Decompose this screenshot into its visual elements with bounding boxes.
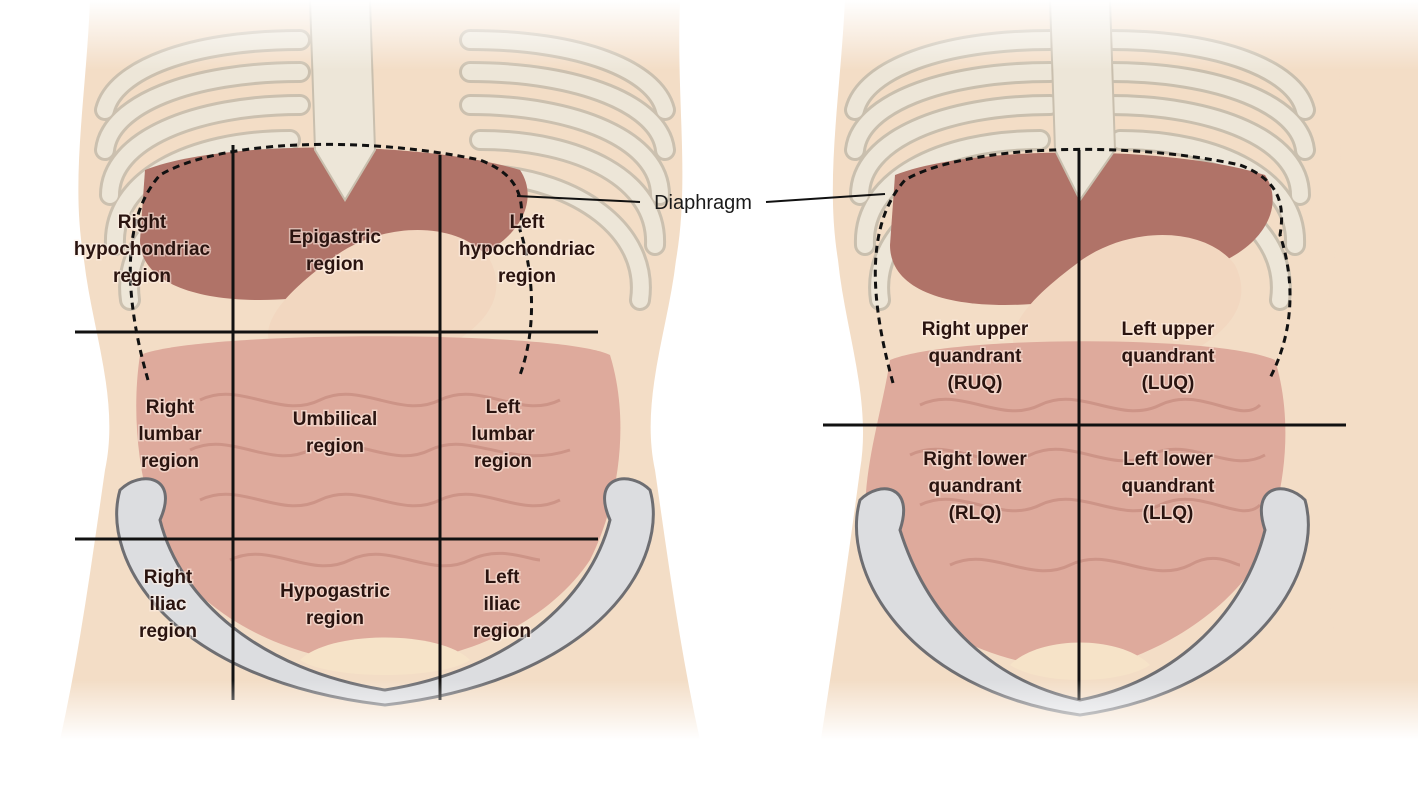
label-line: quandrant [1122, 476, 1216, 497]
label-line: (RUQ) [948, 373, 1003, 394]
label-line: region [498, 266, 556, 287]
region-label: Umbilical region [293, 409, 377, 457]
quadrant-grid [823, 150, 1346, 700]
diaphragm-outline [873, 147, 1292, 384]
label-line: Right lower [923, 449, 1027, 470]
label-line: quandrant [1122, 346, 1216, 367]
diaphragm-callout: Diaphragm [516, 192, 886, 214]
stomach [1013, 235, 1242, 370]
quadrant-labels: Right upper quandrant (RUQ) Left upper quand… [920, 318, 1216, 526]
label-line: region [306, 608, 364, 629]
label-line: region [113, 266, 171, 287]
label-line: region [139, 621, 197, 642]
region-label: Right hypochondriac region [74, 212, 211, 287]
label-line: region [141, 451, 199, 472]
label-line: Left upper [1122, 319, 1215, 340]
label-line: quandrant [929, 346, 1023, 367]
region-label: Epigastric region [289, 227, 381, 275]
label-line: Left [485, 567, 521, 588]
label-line: hypochondriac [459, 239, 596, 260]
label-line: Umbilical [293, 409, 377, 430]
label-line: region [474, 451, 532, 472]
quadrant-label: Right upper quandrant (RUQ) [922, 319, 1029, 394]
diaphragm-label: Diaphragm [654, 192, 752, 214]
label-line: Left lower [1123, 449, 1213, 470]
panel-regions: Right hypochondriac region Epigastric region… [60, 0, 700, 769]
quadrant-label: Right lower quandrant (RLQ) [923, 449, 1027, 524]
region-label: Hypogastric region [280, 581, 390, 629]
label-line: Epigastric [289, 227, 381, 248]
region-label: Left lumbar region [471, 397, 535, 472]
label-line: quandrant [929, 476, 1023, 497]
region-label: Left hypochondriac region [459, 212, 596, 287]
label-line: region [306, 436, 364, 457]
quadrant-label: Left upper quandrant (LUQ) [1122, 319, 1216, 394]
label-line: (LUQ) [1142, 373, 1195, 394]
quadrant-label: Left lower quandrant (LLQ) [1122, 449, 1216, 524]
label-line: (LLQ) [1143, 503, 1194, 524]
label-line: iliac [150, 594, 187, 615]
label-line: lumbar [138, 424, 202, 445]
label-line: iliac [484, 594, 521, 615]
label-line: Left [510, 212, 546, 233]
label-line: Hypogastric [280, 581, 390, 602]
label-line: hypochondriac [74, 239, 211, 260]
label-line: Left [486, 397, 522, 418]
intestines [865, 341, 1286, 670]
region-grid [75, 145, 598, 700]
region-label: Right iliac region [139, 567, 197, 642]
label-line: (RLQ) [949, 503, 1002, 524]
region-labels: Right hypochondriac region Epigastric region… [72, 211, 597, 644]
panel-quadrants: Right upper quandrant (RUQ) Left upper quand… [820, 0, 1418, 769]
region-label: Right lumbar region [138, 397, 202, 472]
label-line: Right [144, 567, 193, 588]
label-line: Right [146, 397, 195, 418]
label-line: region [306, 254, 364, 275]
label-line: Right [118, 212, 167, 233]
label-line: region [473, 621, 531, 642]
label-line: lumbar [471, 424, 535, 445]
region-label: Left iliac region [473, 567, 531, 642]
label-line: Right upper [922, 319, 1029, 340]
diaphragm-outline [128, 142, 533, 381]
